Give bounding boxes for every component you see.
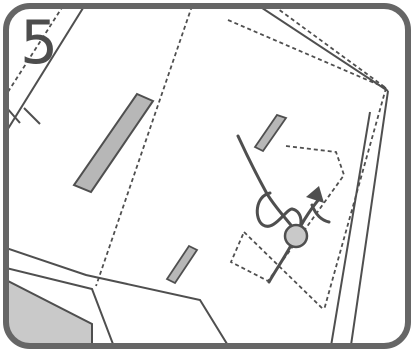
lower-small-slot xyxy=(165,244,199,285)
rotate-arrow-icon xyxy=(306,186,331,224)
step-number: 5 xyxy=(20,8,59,78)
shadow-region xyxy=(6,278,93,346)
box-outline xyxy=(6,6,389,346)
panel-background xyxy=(6,6,408,346)
large-slot xyxy=(72,92,155,194)
panel-frame xyxy=(3,3,411,349)
upper-small-slot xyxy=(253,113,288,153)
twist-tie-icon xyxy=(236,134,322,284)
slot-marks xyxy=(72,92,288,285)
fold-lines xyxy=(6,6,387,311)
